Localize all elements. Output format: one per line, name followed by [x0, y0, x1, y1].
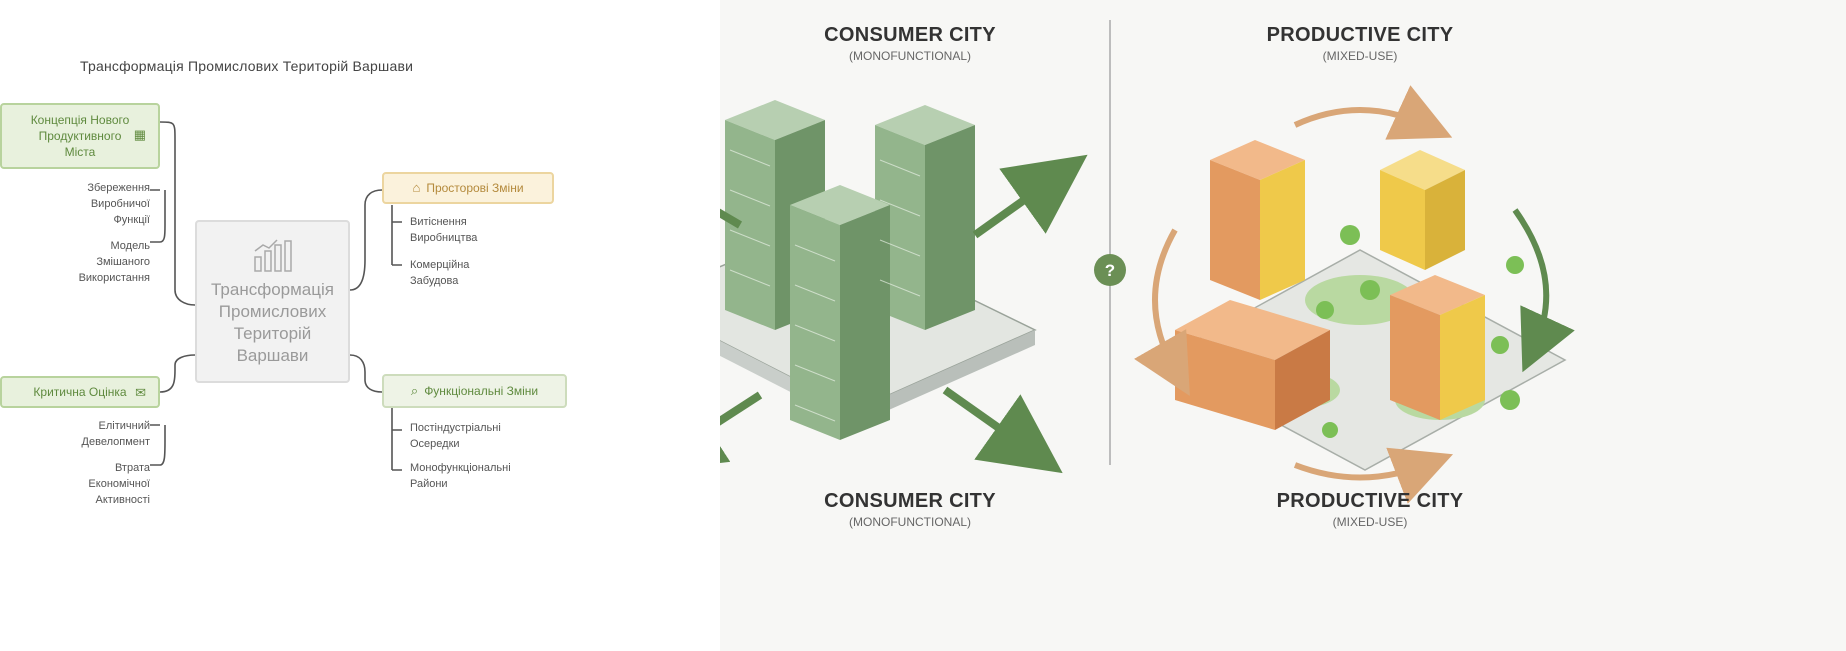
node-label-line: Продуктивного: [38, 129, 122, 143]
mind-map: Трансформація Промислових Територій Варш…: [0, 0, 720, 651]
consumer-subtitle-bottom: (MONOFUNCTIONAL): [849, 515, 971, 529]
building-orange-front: [1175, 300, 1330, 430]
question-badge: [1094, 254, 1126, 286]
arrow-up-right: [972, 154, 1088, 239]
mind-map-title: Трансформація Промислових Територій Варш…: [80, 58, 414, 74]
leaf-mixed-use-model: Модель Змішаного Використання: [78, 240, 150, 284]
node-critical-assessment[interactable]: Критична Оцінка ✉: [0, 376, 160, 408]
node-label: Критична Оцінка: [33, 385, 127, 399]
connector-bottom-left: [159, 354, 196, 393]
connector-top-right-leaves: [391, 205, 402, 266]
center-label-line: Територій: [233, 323, 312, 343]
consumer-title-top: CONSUMER CITY: [824, 24, 996, 46]
productive-subtitle-top: (MIXED-USE): [1322, 49, 1398, 63]
center-label-line: Варшави: [236, 345, 309, 365]
leaf-preserve-production: Збереження Виробничої Функції: [87, 182, 150, 226]
question-badge-text: ?: [1105, 261, 1115, 280]
building-icon: ▦: [133, 127, 146, 142]
arrow-up-left: [720, 208, 743, 229]
node-center[interactable]: Трансформація Промислових Територій Варш…: [195, 220, 350, 383]
building-yellow-back: [1380, 150, 1465, 270]
arrow-cycle-bottom: [1293, 447, 1454, 504]
tower-front: [790, 185, 890, 440]
leaf-commercial-development: Комерційна Забудова: [410, 259, 470, 287]
center-label-line: Трансформація: [211, 279, 334, 299]
connector-bottom-right: [349, 354, 383, 393]
connector-bottom-right-leaves: [391, 405, 402, 471]
productive-header-top: PRODUCTIVE CITY (MIXED-USE): [1210, 24, 1510, 63]
leaf-loss-economic-activity: Втрата Економічної Активності: [88, 462, 150, 506]
connector-lines: [150, 121, 402, 471]
tower-back-right: [875, 105, 975, 330]
node-label: Функціональні Зміни: [424, 384, 539, 398]
arrow-down-left: [720, 391, 763, 472]
chart-icon: [253, 238, 292, 272]
consumer-subtitle-top: (MONOFUNCTIONAL): [849, 49, 971, 63]
arrow-cycle-top: [1293, 85, 1453, 140]
illustration-canvas: ?: [720, 20, 1575, 504]
productive-title-bottom: PRODUCTIVE CITY: [1276, 490, 1464, 512]
node-label: Просторові Зміни: [426, 181, 524, 195]
magnifier-icon: ⌕: [410, 383, 419, 398]
node-functional-changes[interactable]: ⌕ Функціональні Зміни: [382, 374, 567, 408]
arrow-cycle-left: [1134, 228, 1190, 397]
node-new-productive-city[interactable]: Концепція Нового Продуктивного Міста ▦: [0, 103, 160, 169]
leaf-postindustrial-hubs: Постіндустріальні Осередки: [410, 422, 501, 450]
city-comparison-illustration: ?: [720, 0, 1846, 651]
productive-title-top: PRODUCTIVE CITY: [1266, 24, 1454, 46]
arrow-cycle-right: [1512, 208, 1575, 373]
arrow-down-right: [942, 386, 1063, 474]
building-orange-back: [1210, 140, 1305, 300]
leaf-production-displacement: Витіснення Виробництва: [410, 216, 478, 244]
consumer-header-top: CONSUMER CITY (MONOFUNCTIONAL): [760, 24, 1060, 63]
consumer-header-bottom: CONSUMER CITY (MONOFUNCTIONAL): [760, 490, 1060, 529]
building-orange-right: [1390, 275, 1485, 420]
node-label-line: Міста: [64, 145, 96, 159]
consumer-title-bottom: CONSUMER CITY: [824, 490, 996, 512]
map-icon: ⌂: [412, 180, 421, 195]
mail-icon: ✉: [135, 385, 146, 400]
node-label-line: Концепція Нового: [30, 113, 130, 127]
connector-top-right: [349, 189, 383, 291]
productive-city-scene: [1134, 85, 1575, 504]
connector-top-left: [159, 121, 196, 306]
productive-subtitle-bottom: (MIXED-USE): [1332, 515, 1408, 529]
center-label-line: Промислових: [218, 301, 327, 321]
connector-bottom-left-leaves: [150, 424, 166, 466]
productive-header-bottom: PRODUCTIVE CITY (MIXED-USE): [1220, 490, 1520, 529]
leaf-monofunctional-districts: Монофункціональні Райони: [410, 462, 511, 490]
node-spatial-changes[interactable]: ⌂ Просторові Зміни: [382, 172, 554, 204]
leaf-elite-development: Елітичний Девелопмент: [81, 420, 150, 448]
connector-top-left-leaves: [150, 189, 166, 243]
consumer-city-scene: [720, 100, 1088, 474]
